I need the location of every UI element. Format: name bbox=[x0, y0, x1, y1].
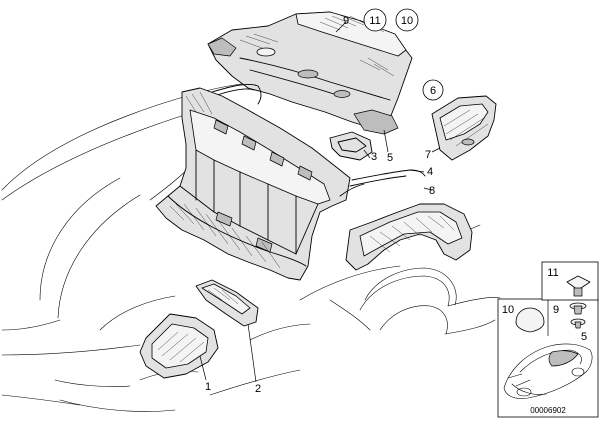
trim-strip-part-2 bbox=[195, 279, 259, 327]
plug-fastener-icon bbox=[515, 307, 545, 333]
car-body-outline bbox=[1, 81, 501, 412]
legend-callout-11: 11 bbox=[547, 267, 558, 279]
clip-fastener-icon bbox=[566, 275, 591, 297]
callout-9: 9 bbox=[343, 15, 349, 27]
rivet-fastener-icon bbox=[569, 302, 587, 329]
callout-1: 1 bbox=[205, 381, 211, 393]
callout-10-ring bbox=[395, 8, 419, 32]
bracket-part-3 bbox=[329, 131, 373, 161]
legend-callout-9: 9 bbox=[553, 304, 559, 316]
callout-7: 7 bbox=[425, 149, 431, 161]
callout-5: 5 bbox=[387, 152, 393, 164]
floor-tray-part-1 bbox=[139, 313, 219, 379]
legend-callout-10: 10 bbox=[502, 304, 514, 316]
callout-11-ring bbox=[363, 8, 387, 32]
wheel-arch-trim-part-8 bbox=[339, 183, 473, 271]
callout-8: 8 bbox=[429, 185, 435, 197]
leader-lines bbox=[199, 21, 441, 383]
callout-6-ring bbox=[422, 79, 444, 101]
side-panel-part-7 bbox=[431, 95, 497, 161]
callout-3: 3 bbox=[371, 151, 377, 163]
car-thumbnail bbox=[503, 343, 593, 399]
fastener-legend-box: 11 10 9 5 00006902 bbox=[497, 261, 599, 418]
rear-bulkhead-trim bbox=[155, 87, 351, 281]
diagram-id: 00006902 bbox=[530, 406, 566, 415]
callout-11: 11 bbox=[369, 15, 380, 27]
callouts: 9 11 10 6 3 5 7 4 8 1 2 bbox=[205, 8, 444, 395]
callout-6: 6 bbox=[430, 85, 436, 97]
legend-callout-5: 5 bbox=[581, 331, 587, 343]
rear-parcel-shelf bbox=[207, 11, 413, 135]
callout-4: 4 bbox=[427, 166, 433, 178]
callout-10: 10 bbox=[401, 15, 413, 27]
callout-2: 2 bbox=[255, 383, 261, 395]
